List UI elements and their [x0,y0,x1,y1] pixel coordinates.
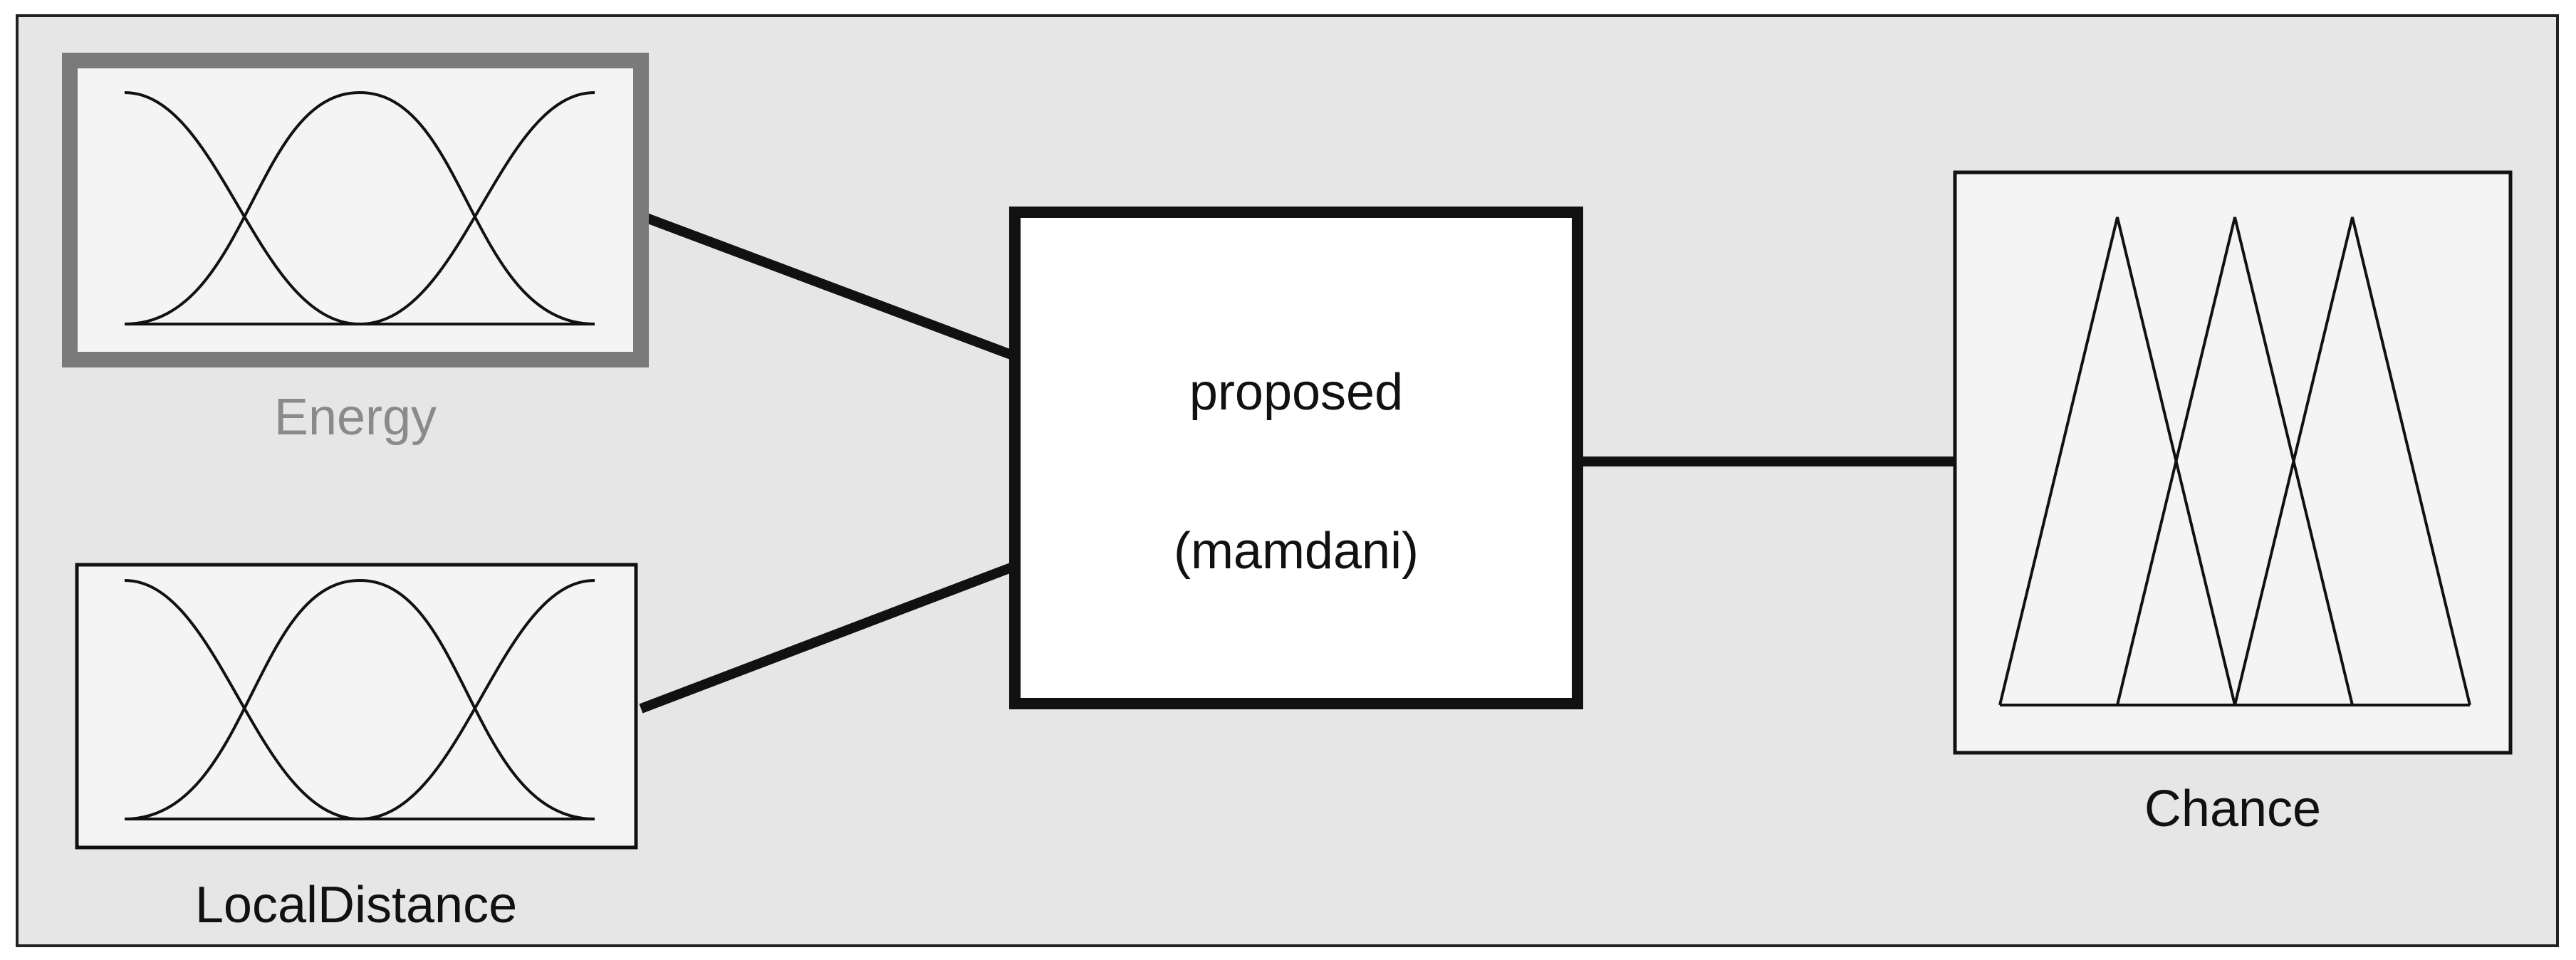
energy-mf-curves [124,90,595,325]
output-box-chance[interactable] [1953,170,2513,755]
input-label-localdistance: LocalDistance [194,877,518,934]
system-name-label: proposed [1189,364,1404,421]
system-type-label: (mamdani) [1173,523,1419,580]
input-label-energy: Energy [273,389,437,446]
output-label-chance: Chance [2144,781,2322,838]
connector-energy-to-system [642,212,1017,361]
system-box[interactable] [1009,207,1583,709]
input-box-localdistance[interactable] [75,563,638,850]
chance-mf-triangles [1998,216,2471,706]
connector-localdistance-to-system [639,561,1017,714]
localdistance-mf-curves [124,578,595,820]
input-box-energy[interactable] [62,53,649,367]
